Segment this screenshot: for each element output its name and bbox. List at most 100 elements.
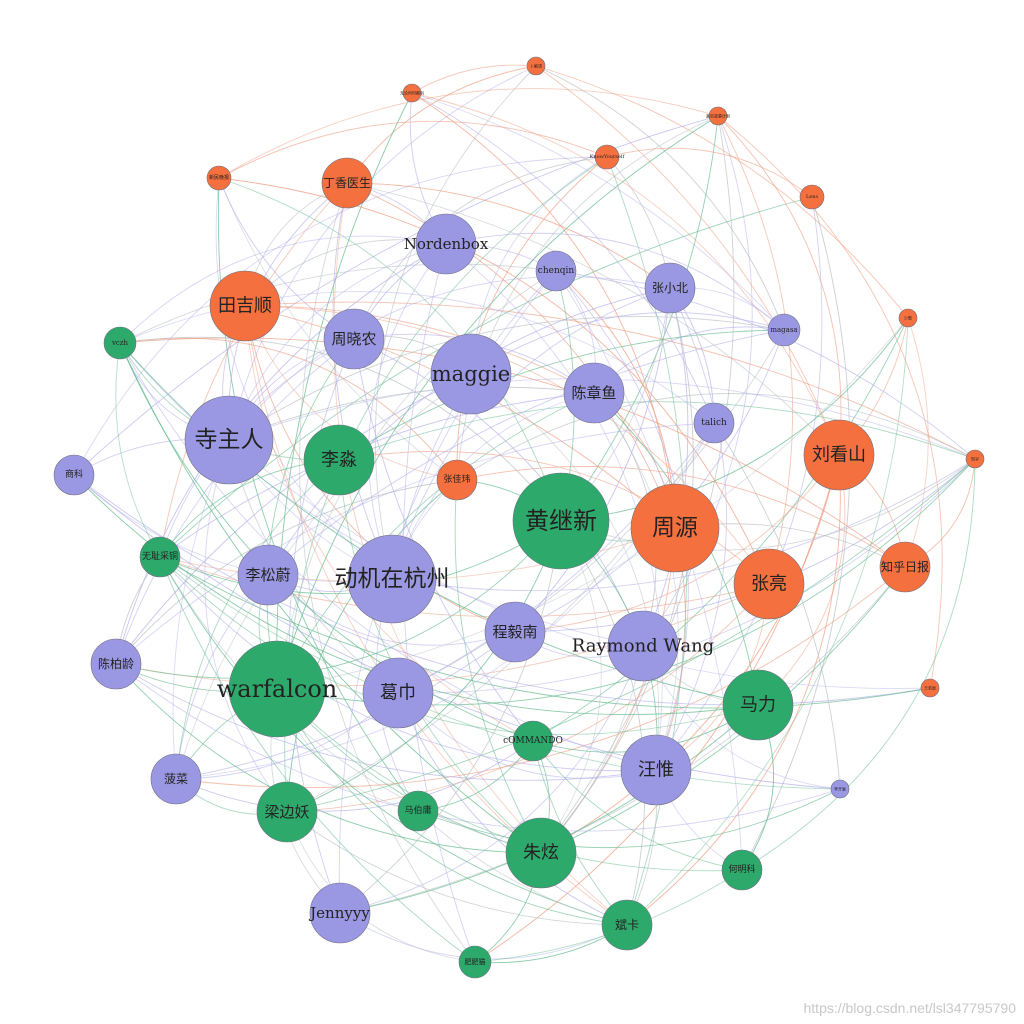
node-circle <box>228 640 326 738</box>
edge <box>655 287 727 771</box>
graph-node: 肥肥猫 <box>458 945 492 979</box>
node-label: 李松蔚 <box>245 566 290 584</box>
edge <box>244 305 458 481</box>
node-circle <box>879 541 931 593</box>
node-circle <box>150 753 202 805</box>
edge <box>346 65 537 184</box>
edge <box>244 301 976 460</box>
graph-node: 动机在杭州 <box>335 534 450 624</box>
edge <box>228 65 537 441</box>
graph-node: Nordenbox <box>404 213 489 275</box>
node-circle <box>733 548 805 620</box>
edge <box>560 520 646 926</box>
edge <box>514 287 671 633</box>
edge <box>593 392 679 771</box>
edge <box>338 451 770 585</box>
graph-node: 无耻采铜 <box>139 536 181 578</box>
graph-node: 黄继新 <box>512 472 610 570</box>
graph-node: 李松蔚 <box>237 544 299 606</box>
graph-node: 知乎 <box>965 449 985 469</box>
node-label: 丁香医生 <box>323 176 371 190</box>
graph-node: maggie <box>430 333 512 415</box>
graph-node: 葛巾 <box>362 657 434 729</box>
edge <box>228 276 671 441</box>
edge <box>391 270 557 580</box>
edge <box>346 182 671 289</box>
edge <box>115 663 841 832</box>
node-circle <box>594 144 620 170</box>
node-label: Jennyyy <box>308 904 370 922</box>
graph-node: 卜解语 <box>526 56 546 76</box>
node-circle <box>526 56 546 76</box>
graph-node: KnowYourself <box>590 144 626 170</box>
graph-node: vczh <box>103 326 137 360</box>
watermark-text: https://blog.csdn.net/lsl347795790 <box>803 1000 1017 1016</box>
edge <box>267 329 785 576</box>
graph-node: 菠菜 <box>150 753 202 805</box>
graph-node: 李淼 <box>303 424 375 496</box>
edge <box>391 458 976 592</box>
graph-node: 商科 <box>53 454 95 496</box>
node-circle <box>601 899 653 951</box>
edge <box>456 465 906 568</box>
edge <box>115 520 562 679</box>
edge <box>115 583 770 687</box>
edge <box>286 520 562 813</box>
edge <box>119 336 562 522</box>
node-label: KnowYourself <box>590 154 626 160</box>
node-label: 王若辰 <box>924 685 936 691</box>
node-label: 张佳玮 <box>443 473 470 485</box>
edge <box>228 439 931 689</box>
node-circle <box>607 610 679 682</box>
node-label: 梁边妖 <box>264 803 309 821</box>
edge <box>119 342 542 854</box>
edge <box>217 177 419 812</box>
graph-node: 斌卡 <box>601 899 653 951</box>
edge <box>397 692 628 926</box>
edge <box>741 196 851 871</box>
edge <box>368 243 447 580</box>
edge <box>456 156 608 481</box>
node-label: 朱炫 <box>523 843 559 864</box>
node-label: 陈柏龄 <box>98 656 134 671</box>
node-label: Lens <box>806 194 818 200</box>
node-circle <box>347 534 437 624</box>
node-label: 新民晚报 <box>209 174 229 181</box>
edge <box>411 92 785 331</box>
edge <box>474 454 840 963</box>
graph-node: 王若辰 <box>920 678 940 698</box>
graph-node: Jennyyy <box>308 882 371 944</box>
node-circle <box>484 601 546 663</box>
graph-node: 周晓农 <box>323 308 385 370</box>
edge <box>73 156 608 476</box>
edge <box>159 556 841 790</box>
edge <box>535 65 840 456</box>
node-circle <box>630 483 720 573</box>
edge <box>159 556 931 709</box>
node-circle <box>206 165 232 191</box>
edge <box>218 177 562 522</box>
edge <box>626 317 909 926</box>
edge <box>540 287 694 854</box>
node-label: 程毅南 <box>492 623 537 641</box>
graph-node: chenqin <box>535 250 577 292</box>
node-circle <box>303 424 375 496</box>
node-label: 知乎 <box>971 456 979 462</box>
node-label: 李淼 <box>321 450 357 471</box>
edge <box>346 182 676 529</box>
node-label: talich <box>701 418 727 428</box>
edge <box>267 574 516 646</box>
edge <box>332 182 393 580</box>
graph-node: warfalcon <box>217 640 337 738</box>
graph-node: 知乎日报 <box>879 541 931 593</box>
node-circle <box>430 333 512 415</box>
edge <box>119 342 644 647</box>
edge <box>159 556 759 735</box>
edge <box>218 88 719 179</box>
edge <box>339 520 562 914</box>
graph-node: 无论何时都别 <box>400 83 424 103</box>
graph-node: Lens <box>799 184 825 210</box>
node-circle <box>309 882 371 944</box>
graph-node: 汪惟 <box>620 734 692 806</box>
edge <box>717 115 842 456</box>
